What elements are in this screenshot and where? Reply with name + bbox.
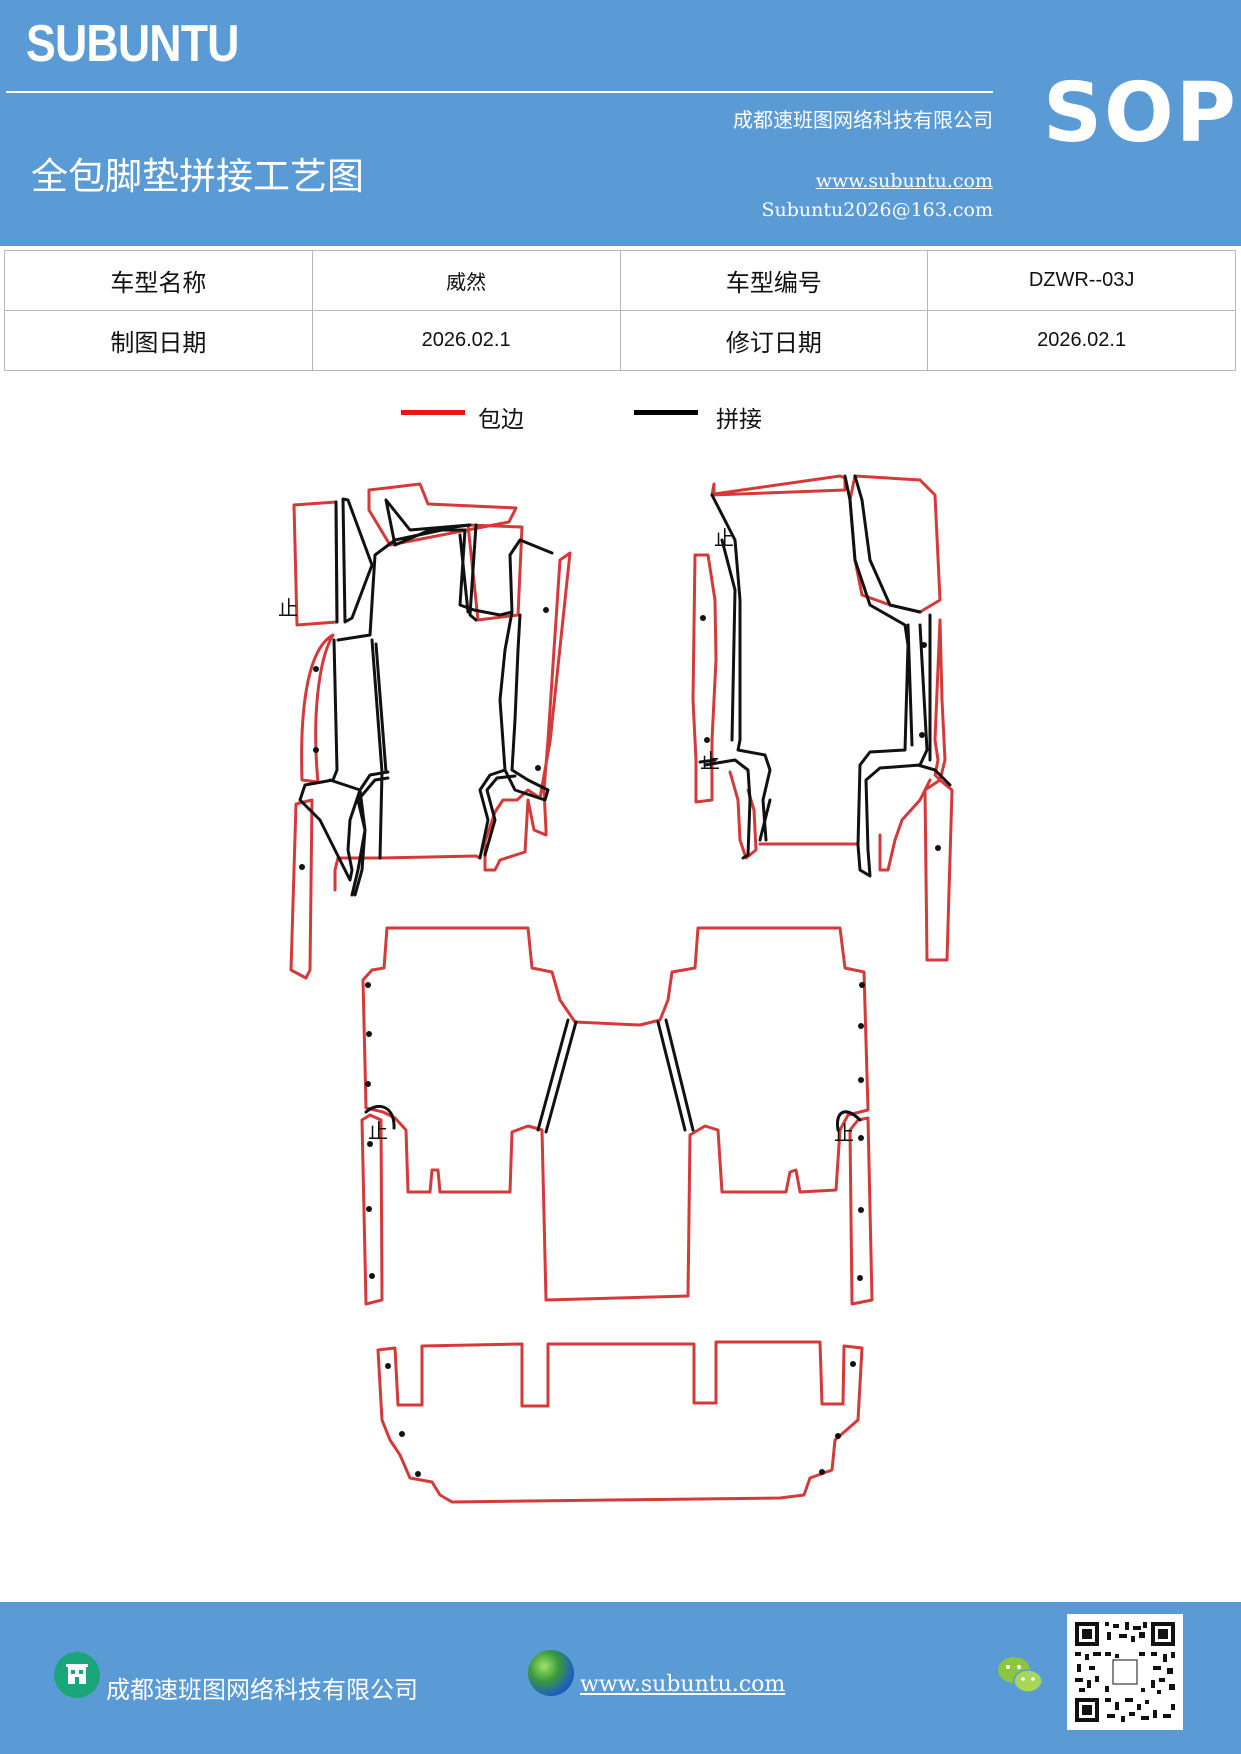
second-row-mat: 止 止 <box>360 926 874 1306</box>
fastener-dots <box>365 982 865 1281</box>
stop-marker: 止 <box>714 526 734 550</box>
header-divider <box>6 91 993 93</box>
model-code-value: DZWR--03J <box>927 250 1236 311</box>
front-left-mat: 止 <box>278 482 572 980</box>
revision-date-value: 2026.02.1 <box>927 310 1236 371</box>
drawing-date-value: 2026.02.1 <box>311 310 621 371</box>
stop-marker: 止 <box>700 749 720 773</box>
legend-splice-label: 拼接 <box>716 407 762 433</box>
footer-banner: 成都速班图网络科技有限公司 www.subuntu.com <box>0 1602 1241 1754</box>
edge-line <box>376 1340 864 1504</box>
stop-marker: 止 <box>834 1121 854 1145</box>
sop-badge: SOP <box>1043 66 1238 161</box>
header-email: Subuntu2026@163.com <box>761 199 993 221</box>
qr-code-icon <box>1075 1622 1175 1722</box>
footer-website-link[interactable]: www.subuntu.com <box>580 1672 786 1697</box>
fastener-dots <box>385 1361 856 1477</box>
splice-line <box>298 497 554 897</box>
legend-splice-swatch <box>634 410 698 415</box>
brand-logo: SUBUNTU <box>26 15 239 73</box>
table-row: 制图日期 2026.02.1 修订日期 2026.02.1 <box>4 310 1236 371</box>
splice-line <box>698 474 952 878</box>
qr-code <box>1067 1614 1183 1730</box>
revision-date-label: 修订日期 <box>619 310 929 371</box>
wechat-icon[interactable] <box>996 1654 1044 1696</box>
legend-edge-swatch <box>401 410 465 415</box>
company-building-icon <box>54 1652 100 1698</box>
stop-marker: 止 <box>368 1119 388 1143</box>
globe-icon <box>528 1650 574 1696</box>
building-icon <box>66 1664 88 1684</box>
edge-line <box>360 926 874 1306</box>
table-row: 车型名称 威然 车型编号 DZWR--03J <box>4 250 1236 311</box>
stop-marker: 止 <box>278 596 298 620</box>
front-right-mat: 止 止 <box>691 474 954 962</box>
model-name-label: 车型名称 <box>4 250 313 311</box>
model-code-label: 车型编号 <box>619 250 929 311</box>
splice-line <box>364 1018 862 1134</box>
header-company-name: 成都速班图网络科技有限公司 <box>733 108 993 132</box>
drawing-date-label: 制图日期 <box>4 310 313 371</box>
edge-line <box>289 482 572 980</box>
third-row-mat <box>376 1340 864 1504</box>
fastener-dots <box>700 615 941 851</box>
header-banner: SUBUNTU 成都速班图网络科技有限公司 全包脚垫拼接工艺图 www.subu… <box>0 0 1241 246</box>
document-title: 全包脚垫拼接工艺图 <box>31 155 364 198</box>
legend: 包边 拼接 <box>0 400 1241 440</box>
header-website-link[interactable]: www.subuntu.com <box>815 170 993 192</box>
legend-edge-label: 包边 <box>478 407 524 433</box>
info-table: 车型名称 威然 车型编号 DZWR--03J 制图日期 2026.02.1 修订… <box>4 250 1236 371</box>
model-name-value: 威然 <box>311 250 621 311</box>
footer-company-name: 成都速班图网络科技有限公司 <box>106 1676 418 1704</box>
fastener-dots <box>299 607 549 870</box>
